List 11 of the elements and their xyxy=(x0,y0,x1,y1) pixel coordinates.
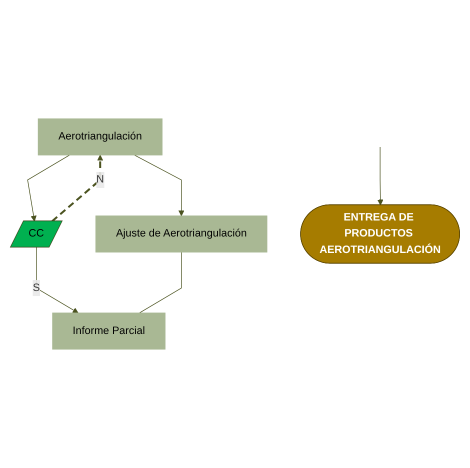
edge-label: N xyxy=(96,174,104,186)
connector xyxy=(139,252,182,314)
arrow xyxy=(134,154,184,216)
node-box: Aerotriangulación xyxy=(38,118,162,156)
arrow xyxy=(27,154,70,222)
edge-label: S xyxy=(32,282,40,294)
arrow xyxy=(377,146,384,206)
arrow xyxy=(36,247,78,314)
node-box: Ajuste de Aerotriangulación xyxy=(95,216,268,252)
arrow xyxy=(51,154,104,222)
node-box: Informe Parcial xyxy=(52,312,166,350)
